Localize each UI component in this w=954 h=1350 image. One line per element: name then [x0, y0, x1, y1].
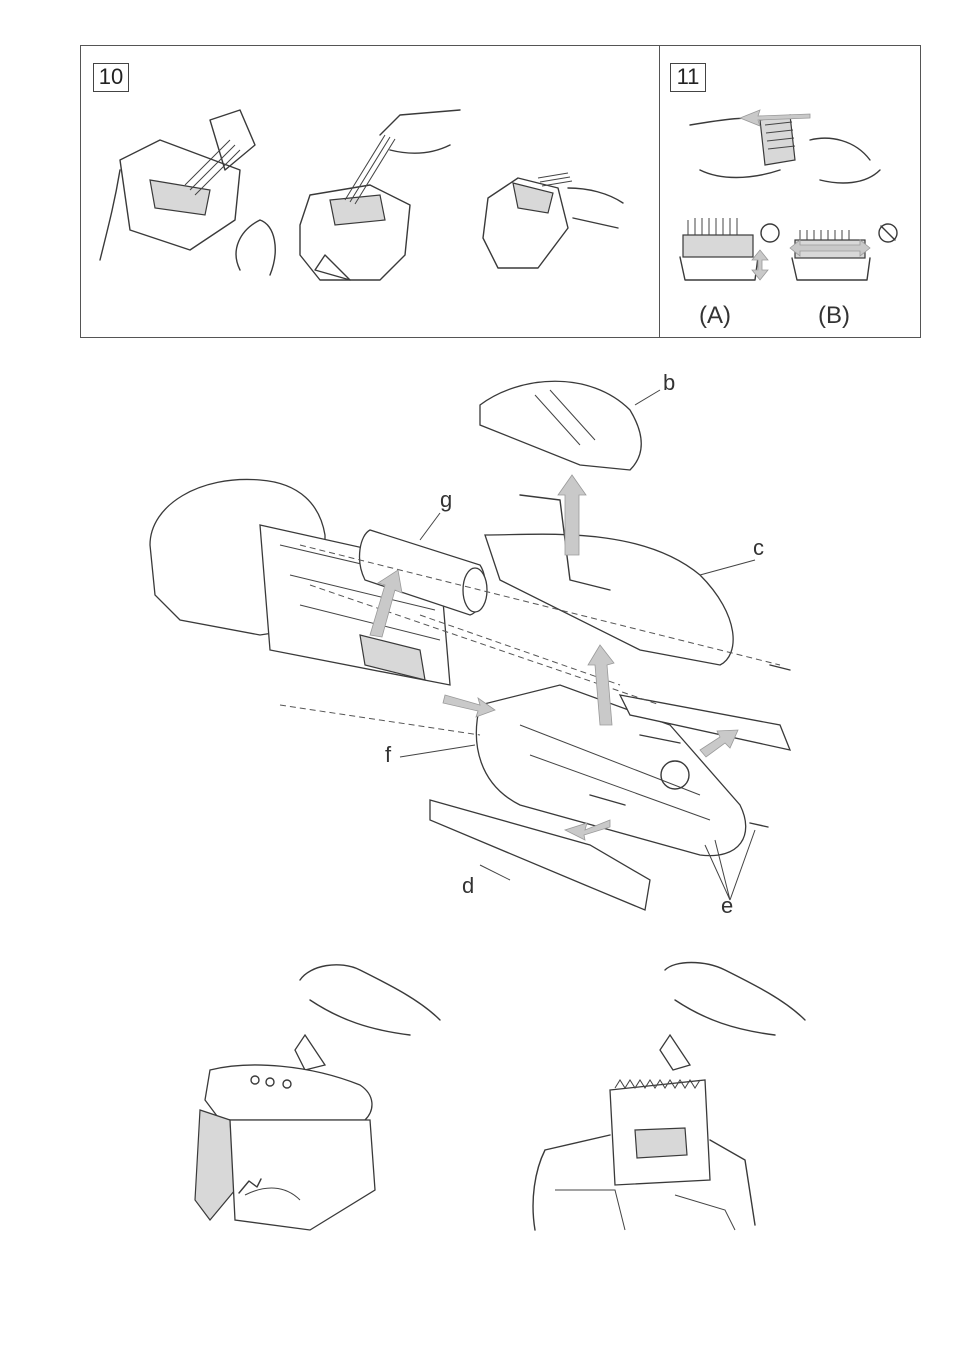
brand-logo-icon: [237, 1175, 263, 1195]
step-10-illustration-2: [290, 105, 450, 285]
label-d: d: [462, 873, 474, 899]
label-f: f: [385, 742, 391, 768]
prohibited-icon: [877, 222, 899, 244]
step-11-label-a: (A): [699, 302, 731, 330]
label-e: e: [721, 893, 733, 919]
step-11-label-b: (B): [818, 302, 850, 330]
oiling-illustration-trimmer: [525, 960, 810, 1235]
oiling-illustration-foil: [190, 960, 450, 1235]
step-11-illustration: [680, 100, 910, 300]
label-c: c: [753, 535, 764, 561]
step-11-number: 11: [670, 63, 706, 92]
label-b: b: [663, 370, 675, 396]
step-10-illustration-1: [90, 100, 290, 280]
step-10-illustration-3: [478, 168, 628, 278]
exploded-diagram: [140, 365, 820, 925]
circle-ok-icon: [759, 222, 781, 244]
step-10-number: 10: [93, 63, 129, 92]
label-g: g: [440, 487, 452, 513]
